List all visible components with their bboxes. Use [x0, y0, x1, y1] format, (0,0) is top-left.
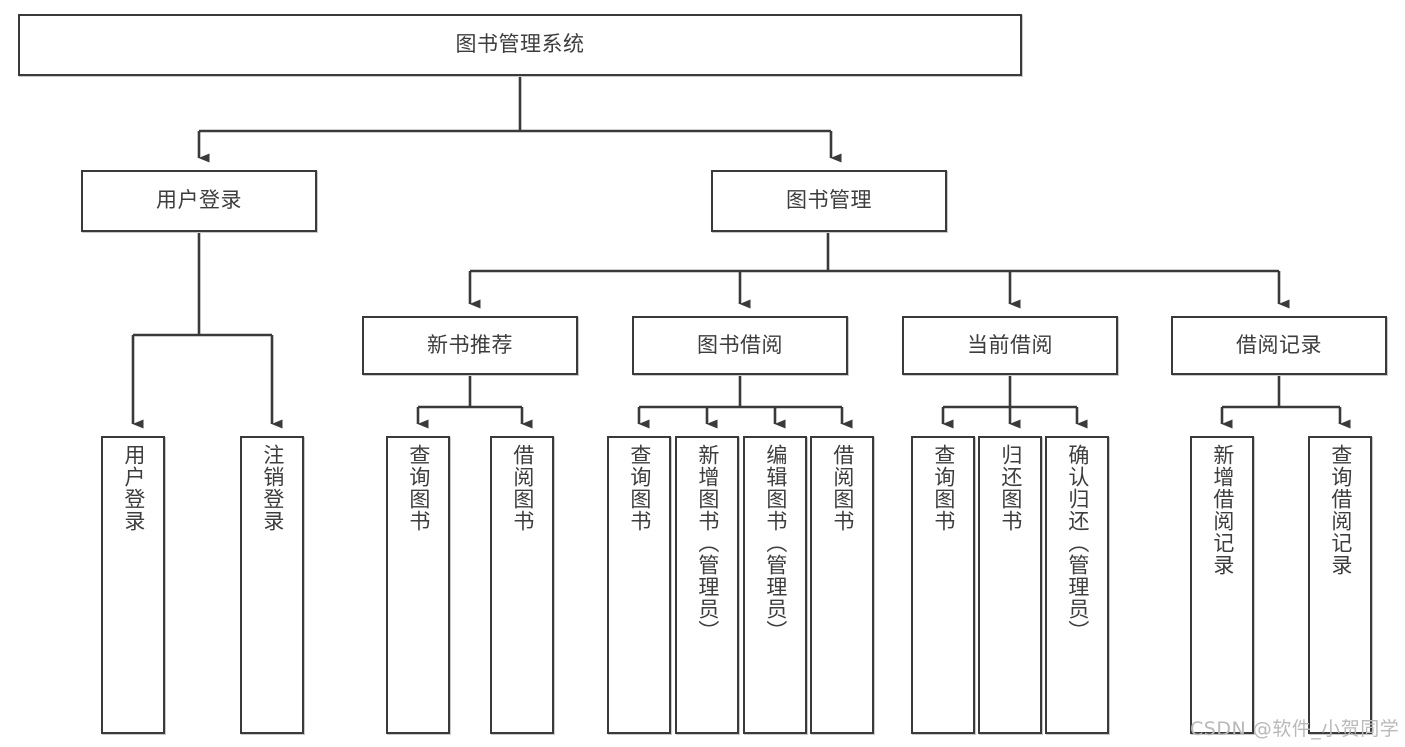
node-book-management[interactable]: 图书管理 [711, 170, 947, 232]
node-label: 图书借阅 [697, 332, 783, 357]
node-label: 查询图书 [627, 444, 652, 532]
node-label: 查询借阅记录 [1328, 444, 1353, 576]
node-label: 新增借阅记录 [1210, 444, 1235, 576]
node-book-borrow[interactable]: 图书借阅 [632, 316, 848, 375]
leaf-new-book-borrow-book[interactable]: 借阅图书 [490, 436, 554, 734]
leaf-current-borrow-return-book[interactable]: 归还图书 [978, 436, 1042, 734]
leaf-book-borrow-edit-book-admin[interactable]: 编辑图书（管理员） [743, 436, 807, 734]
leaf-new-book-query-book[interactable]: 查询图书 [386, 436, 450, 734]
leaf-user-login-login[interactable]: 用户登录 [101, 436, 165, 734]
leaf-book-borrow-borrow-book[interactable]: 借阅图书 [810, 436, 874, 734]
node-label: 编辑图书（管理员） [763, 444, 788, 642]
node-root-book-management-system[interactable]: 图书管理系统 [18, 14, 1022, 76]
node-label: 图书管理系统 [455, 32, 585, 57]
node-borrow-record[interactable]: 借阅记录 [1171, 316, 1387, 375]
node-label: 借阅图书 [510, 444, 535, 532]
node-label: 确认归还（管理员） [1065, 444, 1090, 642]
node-new-book-recommend[interactable]: 新书推荐 [362, 316, 578, 375]
leaf-current-borrow-confirm-return-admin[interactable]: 确认归还（管理员） [1045, 436, 1109, 734]
leaf-book-borrow-add-book-admin[interactable]: 新增图书（管理员） [675, 436, 739, 734]
node-label: 查询图书 [406, 444, 431, 532]
watermark-text: CSDN @软件_小贺同学 [1190, 718, 1400, 740]
node-label: 注销登录 [260, 444, 285, 532]
node-label: 当前借阅 [967, 332, 1053, 357]
leaf-user-login-logout[interactable]: 注销登录 [240, 436, 304, 734]
node-label: 查询图书 [931, 444, 956, 532]
node-label: 用户登录 [121, 444, 146, 532]
node-label: 借阅记录 [1236, 332, 1322, 357]
leaf-book-borrow-query-book[interactable]: 查询图书 [607, 436, 671, 734]
leaf-borrow-record-query-record[interactable]: 查询借阅记录 [1308, 436, 1372, 734]
node-current-borrow[interactable]: 当前借阅 [902, 316, 1118, 375]
node-label: 借阅图书 [830, 444, 855, 532]
leaf-borrow-record-add-record[interactable]: 新增借阅记录 [1190, 436, 1254, 734]
leaf-current-borrow-query-book[interactable]: 查询图书 [911, 436, 975, 734]
node-label: 用户登录 [156, 188, 242, 213]
node-label: 图书管理 [786, 188, 872, 213]
node-label: 归还图书 [998, 444, 1023, 532]
node-label: 新增图书（管理员） [695, 444, 720, 642]
node-label: 新书推荐 [427, 332, 513, 357]
node-user-login[interactable]: 用户登录 [81, 170, 317, 232]
